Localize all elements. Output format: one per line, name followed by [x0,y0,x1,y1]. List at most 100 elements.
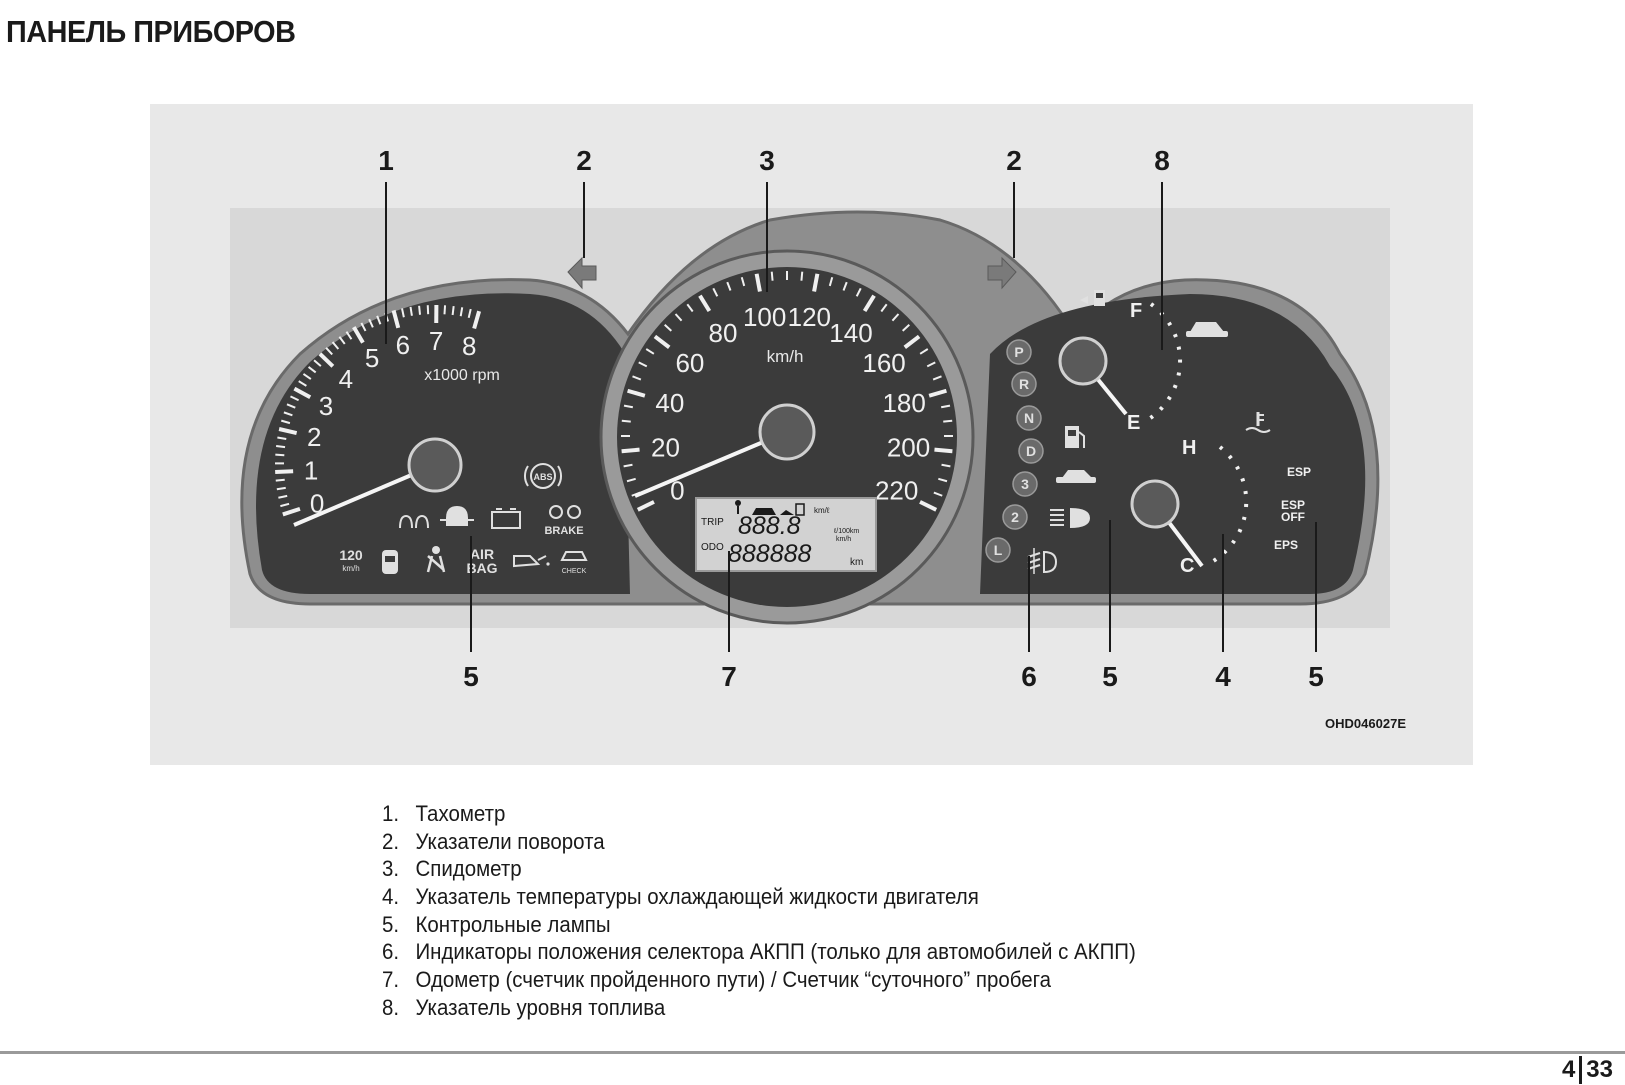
speedometer-tick-label: 200 [887,432,930,462]
speedometer-tick-label: 220 [875,475,918,505]
gear-position-circle [1002,504,1028,530]
temperature-gauge: H C [1130,437,1249,577]
esp-off-label-top: ESP [1281,498,1305,512]
tachometer-minor-tick [283,411,293,417]
speedometer-minor-tick [623,463,633,468]
speedometer-major-tick [903,334,921,349]
speedometer-minor-tick [638,361,648,368]
gear-position-label: R [1019,376,1029,392]
tachometer-tick-label: 4 [339,364,353,394]
coolant-temperature-icon [1245,412,1271,433]
brake-label: BRAKE [544,525,583,537]
legend-number: 5. [382,911,400,937]
speedometer-major-tick [862,294,876,313]
tachometer-minor-tick [313,359,322,367]
speedometer-minor-tick [712,287,719,297]
eps-label: EPS [1274,538,1298,552]
callout-number: 1 [378,145,394,176]
lcd-odo-label: ODO [701,542,724,553]
speedometer-major-tick [627,388,646,398]
speedometer-major-tick [934,447,953,454]
speedometer-minor-tick [932,375,942,381]
footer-rule [0,1051,1625,1054]
tachometer-minor-tick [307,366,317,374]
lcd-status-icons [735,500,805,516]
legend-item: 4.Указатель температуры охлаждающей жидк… [382,883,1136,911]
tachometer-minor-tick [443,305,447,315]
speedometer-minor-tick [943,419,953,423]
legend-text: Тахометр [415,801,506,826]
gear-position-label: P [1014,344,1023,360]
speedometer-major-tick [698,294,712,313]
page-title: ПАНЕЛЬ ПРИБОРОВ [6,14,296,49]
legend-number: 2. [382,828,400,854]
speedometer-tick-label: 60 [675,348,704,378]
page-number-separator [1579,1056,1583,1084]
brake-icon: BRAKE [544,505,584,537]
tachometer-tick-label: 5 [365,343,379,373]
legend-text: Указатель уровня топлива [415,994,666,1020]
tachometer-tick-label: 1 [304,455,318,485]
speedometer-major-tick [636,500,655,512]
immobilizer-key-icon [440,506,474,526]
lcd-odo-value: 888888 [728,540,812,568]
tachometer-tick-label: 6 [396,330,410,360]
esp-label: ESP [1287,465,1311,479]
tachometer-minor-tick [286,403,296,409]
speedometer-tick-label: 100 [743,302,786,332]
legend-text: Указатель температуры охлаждающей жидкос… [415,884,979,910]
temp-hot-label: H [1182,437,1196,459]
lcd-trip-value: 888.8 [738,512,801,540]
speedometer-minor-tick [623,404,634,409]
legend-list: 1.Тахометр 2.Указатели поворота 3.Спидом… [382,800,1193,1022]
lcd-trip-label: TRIP [701,517,724,528]
callout-number: 2 [576,145,592,176]
gear-position-circle [1018,438,1044,464]
tachometer-minor-tick [338,336,346,345]
speedometer-hub [758,403,816,461]
speedometer-minor-tick [842,281,848,291]
lcd-display [695,497,877,572]
tachometer-minor-tick [276,486,286,491]
page-number-value: 33 [1586,1056,1613,1083]
tachometer-minor-tick [277,436,287,441]
speedometer-tick-label: 140 [829,318,872,348]
airbag-label-bottom: BAG [466,560,497,576]
car-icon [1056,470,1096,483]
oil-can-icon [513,555,550,568]
gear-position-circle [1012,471,1038,497]
speedometer-minor-tick [632,375,642,381]
speedometer-minor-tick [674,313,683,322]
glow-plug-icon [399,514,429,529]
speedometer-major-tick [653,334,671,349]
speed-warning-unit: km/h [342,564,359,573]
speedometer-major-tick [621,447,640,454]
speedometer-minor-tick [726,281,732,291]
tachometer-minor-tick [345,331,353,340]
tachometer-minor-tick [331,341,340,350]
fuel-empty-label: E [1127,412,1140,434]
tachometer-major-tick [472,310,482,330]
gear-position-circle [985,537,1011,563]
speedometer-minor-tick [941,463,951,468]
esp-off-label-bottom: OFF [1281,510,1305,524]
gear-position-label: 2 [1011,509,1019,525]
legend-item: 6.Индикаторы положения селектора АКПП (т… [382,938,1136,966]
callout-number: 4 [1215,661,1231,692]
callout-number: 7 [721,661,737,692]
tachometer-tick-label: 7 [429,326,443,356]
callout-number: 5 [1308,661,1324,692]
tachometer-major-tick [352,326,365,344]
tachometer-minor-tick [298,380,307,387]
lcd-odo-unit: km [850,557,863,568]
gear-position-label: D [1026,443,1036,459]
speedometer-tick-label: 160 [862,348,905,378]
legend-number: 1. [382,801,400,826]
legend-number: 6. [382,939,400,965]
tachometer-minor-tick [368,318,374,328]
legend-text: Указатели поворота [415,828,605,854]
tachometer-hub [407,437,463,493]
legend-item: 8.Указатель уровня топлива [382,994,1136,1022]
